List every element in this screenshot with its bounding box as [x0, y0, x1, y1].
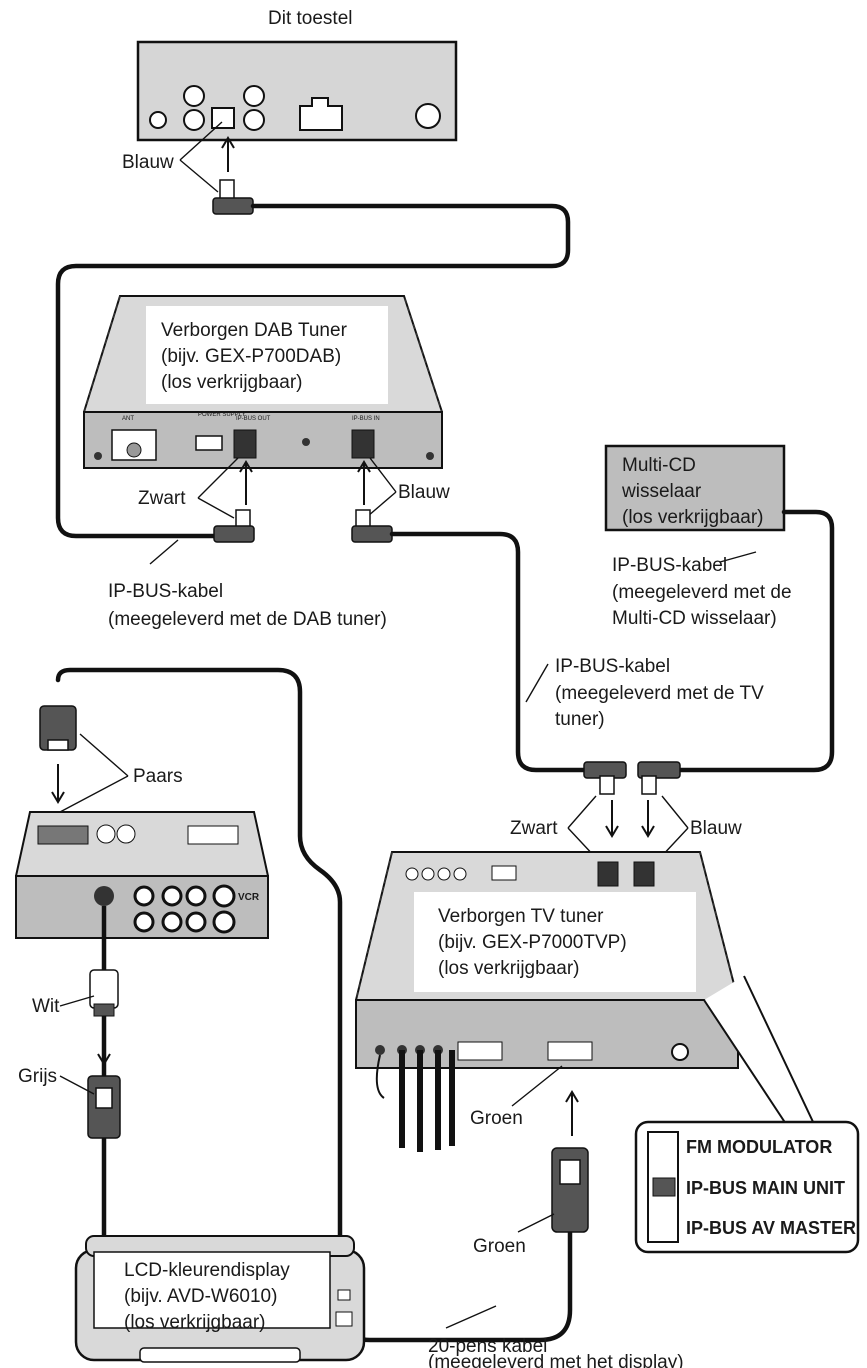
dab-title: Verborgen DAB Tuner — [161, 320, 348, 341]
av-plug-white — [89, 969, 119, 1017]
arrow-down-icon — [605, 800, 619, 838]
lcd-title: LCD-kleurendisplay — [124, 1260, 290, 1281]
label-zwart-tv: Zwart — [510, 818, 558, 839]
arrow-down-icon — [97, 1024, 111, 1066]
cd-title: Multi-CD — [622, 455, 696, 476]
ipbus-tv-note1: (meegeleverd met de TV — [555, 683, 764, 704]
tv-title: Verborgen TV tuner — [438, 906, 604, 927]
av-plug-grey — [87, 1075, 121, 1139]
ipbus-cd-label: IP-BUS-kabel — [612, 555, 727, 576]
label-groen-upper: Groen — [470, 1108, 523, 1129]
cd-availability: (los verkrijgbaar) — [622, 507, 763, 528]
cable-cd-to-tv — [677, 509, 835, 773]
av-master-unit: VCR — [15, 811, 269, 939]
head-unit-label: Dit toestel — [268, 8, 352, 29]
label-grijs: Grijs — [18, 1066, 57, 1087]
av-panel-vcr: VCR — [238, 892, 260, 903]
arrow-up-icon — [357, 460, 371, 505]
pin20-label: 20-pens kabel — [428, 1336, 547, 1357]
dab-panel-ipbus-in: IP-BUS IN — [352, 416, 380, 422]
ipbus-plug-dab-in — [351, 509, 393, 543]
dab-panel-ipbus-out: IP-BUS OUT — [236, 416, 271, 422]
label-blauw-tv: Blauw — [690, 818, 742, 839]
ipbus-dab-note: (meegeleverd met de DAB tuner) — [108, 609, 387, 630]
cable-headunit-to-dab — [55, 203, 571, 539]
arrow-up-icon — [239, 460, 253, 505]
label-blauw-dab: Blauw — [398, 482, 450, 503]
arrow-down-icon — [641, 800, 655, 838]
lcd-model: (bijv. AVD-W6010) — [124, 1286, 277, 1307]
ipbus-plug-head-unit — [212, 179, 254, 215]
switch-fm: FM MODULATOR — [686, 1137, 832, 1157]
av-plug-purple — [39, 705, 77, 751]
arrow-up-icon — [221, 136, 235, 172]
tv-availability: (los verkrijgbaar) — [438, 958, 579, 979]
switch-ipbus-av: IP-BUS AV MASTER — [686, 1218, 856, 1238]
pin20-note: (meegeleverd met het display) — [428, 1352, 684, 1368]
green-plug — [551, 1147, 589, 1233]
lcd-display: LCD-kleurendisplay (bijv. AVD-W6010) (lo… — [74, 1235, 366, 1363]
label-zwart-dab: Zwart — [138, 488, 186, 509]
av-switch-callout: FM MODULATOR IP-BUS MAIN UNIT IP-BUS AV … — [634, 1120, 860, 1254]
ipbus-plug-tv-blue — [637, 761, 681, 795]
label-wit: Wit — [32, 996, 60, 1017]
dab-availability: (los verkrijgbaar) — [161, 372, 302, 393]
dab-panel-ant: ANT — [122, 416, 134, 422]
head-unit — [136, 40, 458, 142]
tv-model: (bijv. GEX-P7000TVP) — [438, 932, 627, 953]
dab-tuner: Verborgen DAB Tuner (bijv. GEX-P700DAB) … — [83, 295, 443, 469]
multi-cd-changer: Multi-CD wisselaar (los verkrijgbaar) — [604, 444, 786, 532]
label-groen-lower: Groen — [473, 1236, 526, 1257]
ipbus-cd-note2: Multi-CD wisselaar) — [612, 608, 777, 629]
switch-ipbus-main: IP-BUS MAIN UNIT — [686, 1178, 845, 1198]
label-blauw-top: Blauw — [122, 152, 174, 173]
tv-tuner: Verborgen TV tuner (bijv. GEX-P7000TVP) … — [355, 851, 739, 1069]
ipbus-plug-tv-black — [583, 761, 627, 795]
ipbus-tv-note2: tuner) — [555, 709, 605, 730]
ipbus-tv-label: IP-BUS-kabel — [555, 656, 670, 677]
arrow-up-icon — [565, 1090, 579, 1136]
cd-subtitle: wisselaar — [621, 481, 702, 502]
ipbus-plug-dab-out — [213, 509, 255, 543]
cable-dab-to-tv — [389, 531, 589, 773]
dab-panel-power: POWER SUPPLY — [198, 412, 246, 418]
lcd-availability: (los verkrijgbaar) — [124, 1312, 265, 1333]
dab-model: (bijv. GEX-P700DAB) — [161, 346, 341, 367]
cable-avmaster-to-tv-green — [55, 667, 573, 1343]
ipbus-cd-note1: (meegeleverd met de — [612, 582, 792, 603]
ipbus-dab-label: IP-BUS-kabel — [108, 581, 223, 602]
arrow-down-icon — [51, 764, 65, 804]
label-paars: Paars — [133, 766, 183, 787]
